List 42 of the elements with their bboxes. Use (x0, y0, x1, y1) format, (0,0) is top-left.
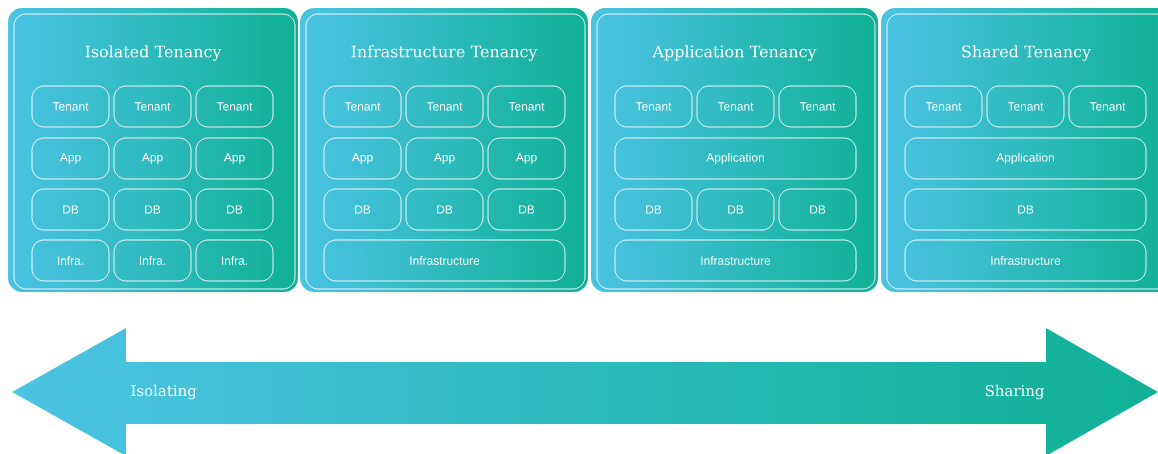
layer-box: Tenant (904, 85, 983, 128)
layer-box: DB (778, 188, 857, 231)
layer-box: Infra. (113, 239, 192, 282)
layer-box: DB (323, 188, 402, 231)
panel-title: Application Tenancy (652, 45, 817, 61)
layer-box: DB (487, 188, 566, 231)
panel-title: Infrastructure Tenancy (351, 45, 538, 61)
layer-box: Infrastructure (323, 239, 566, 282)
layer-box: Tenant (487, 85, 566, 128)
layer-box: Tenant (1068, 85, 1147, 128)
layer-box: Infra. (195, 239, 274, 282)
layer-box: Tenant (113, 85, 192, 128)
layer-box: App (323, 137, 402, 180)
panel-title: Shared Tenancy (962, 45, 1091, 61)
layer-box: Infrastructure (614, 239, 857, 282)
layer-box: Tenant (986, 85, 1065, 128)
layer-box: Tenant (323, 85, 402, 128)
layer-box: Application (614, 137, 857, 180)
arrow-end-label: Sharing (985, 384, 1045, 400)
layer-box: Infrastructure (904, 239, 1147, 282)
layer-box: Tenant (614, 85, 693, 128)
layer-box: DB (113, 188, 192, 231)
layer-box: App (195, 137, 274, 180)
layer-box: DB (405, 188, 484, 231)
layer-box: Tenant (778, 85, 857, 128)
layer-box: Application (904, 137, 1147, 180)
layer-box: DB (696, 188, 775, 231)
layer-box: App (31, 137, 110, 180)
layer-box: DB (904, 188, 1147, 231)
layer-box: Tenant (696, 85, 775, 128)
layer-box: Infra. (31, 239, 110, 282)
panel-title: Isolated Tenancy (85, 45, 222, 61)
layer-box: Tenant (405, 85, 484, 128)
layer-box: App (487, 137, 566, 180)
arrow-end-label: Isolating (131, 384, 197, 400)
layer-box: Tenant (31, 85, 110, 128)
layer-box: DB (614, 188, 693, 231)
layer-box: Tenant (195, 85, 274, 128)
layer-box: App (113, 137, 192, 180)
layer-box: DB (31, 188, 110, 231)
layer-box: App (405, 137, 484, 180)
layer-box: DB (195, 188, 274, 231)
